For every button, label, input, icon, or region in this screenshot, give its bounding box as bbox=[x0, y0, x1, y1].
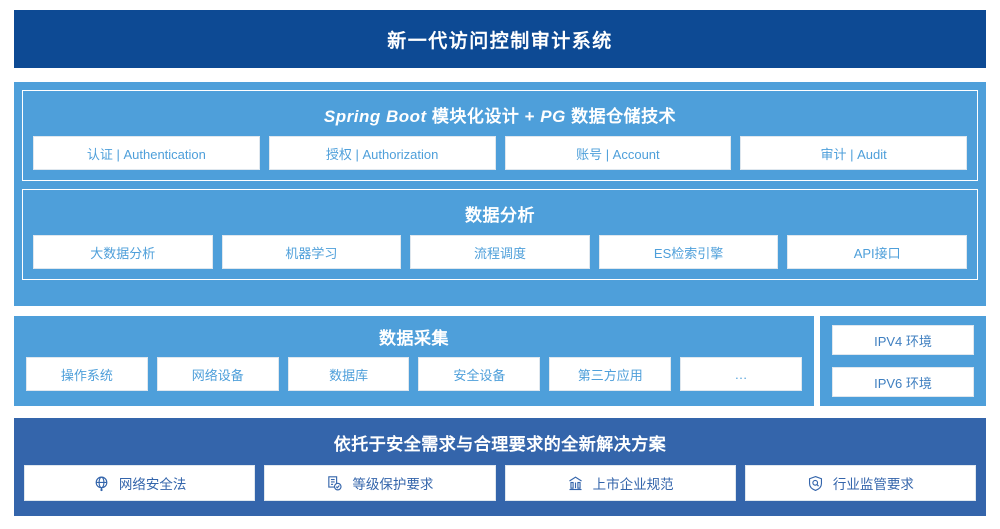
platform-chip-authentication[interactable]: 认证 | Authentication bbox=[33, 136, 260, 170]
shield-search-icon bbox=[807, 475, 824, 492]
collection-chip-security-device[interactable]: 安全设备 bbox=[418, 357, 541, 391]
solution-chip-label: 上市企业规范 bbox=[592, 477, 674, 492]
bank-building-icon bbox=[567, 475, 584, 492]
collection-row: 数据采集 操作系统 网络设备 数据库 安全设备 第三方应用 … IPV4 环境 … bbox=[14, 316, 986, 406]
platform-title-latin-1: Spring Boot bbox=[323, 107, 427, 126]
analysis-chip-bigdata[interactable]: 大数据分析 bbox=[33, 235, 213, 269]
platform-panel-title: Spring Boot 模块化设计 + PG 数据仓储技术 bbox=[33, 97, 967, 136]
solution-chip-grade-protection[interactable]: 等级保护要求 bbox=[264, 465, 496, 501]
solution-chip-listed-company-norms[interactable]: 上市企业规范 bbox=[504, 465, 736, 501]
platform-title-cn-2: 数据仓储技术 bbox=[565, 107, 677, 126]
platform-title-cn-1: 模块化设计 + bbox=[426, 107, 541, 126]
analysis-panel-title: 数据分析 bbox=[465, 206, 535, 225]
collection-chip-row: 操作系统 网络设备 数据库 安全设备 第三方应用 … bbox=[26, 357, 802, 391]
environment-chip-ipv4[interactable]: IPV4 环境 bbox=[832, 325, 974, 355]
collection-chip-network-device[interactable]: 网络设备 bbox=[156, 357, 279, 391]
page-title: 新一代访问控制审计系统 bbox=[387, 30, 613, 52]
environment-chip-ipv6[interactable]: IPV6 环境 bbox=[832, 367, 974, 397]
collection-chip-more[interactable]: … bbox=[680, 357, 802, 391]
solution-chip-cybersecurity-law[interactable]: 网络安全法 bbox=[24, 465, 256, 501]
platform-title-latin-2: PG bbox=[540, 107, 566, 126]
collection-chip-database[interactable]: 数据库 bbox=[287, 357, 410, 391]
analysis-chip-row: 大数据分析 机器学习 流程调度 ES检索引擎 API接口 bbox=[33, 235, 967, 269]
document-check-icon bbox=[326, 475, 343, 492]
solution-chip-label: 网络安全法 bbox=[118, 477, 187, 492]
solution-chip-industry-regulation[interactable]: 行业监管要求 bbox=[744, 465, 976, 501]
page-title-bar: 新一代访问控制审计系统 bbox=[14, 10, 986, 68]
platform-stack-panel: Spring Boot 模块化设计 + PG 数据仓储技术 认证 | Authe… bbox=[14, 82, 986, 306]
analysis-chip-es-search[interactable]: ES检索引擎 bbox=[598, 235, 779, 269]
solution-panel: 依托于安全需求与合理要求的全新解决方案 网络安全法 bbox=[14, 418, 986, 516]
solution-chip-row: 网络安全法 等级保护要求 bbox=[24, 465, 976, 501]
environment-panel: IPV4 环境 IPV6 环境 bbox=[820, 316, 986, 406]
collection-panel-title: 数据采集 bbox=[379, 329, 449, 348]
analysis-chip-api[interactable]: API接口 bbox=[787, 235, 967, 269]
solution-chip-label: 等级保护要求 bbox=[352, 477, 434, 492]
collection-panel: 数据采集 操作系统 网络设备 数据库 安全设备 第三方应用 … bbox=[14, 316, 814, 406]
analysis-chip-process-scheduling[interactable]: 流程调度 bbox=[410, 235, 590, 269]
platform-panel: Spring Boot 模块化设计 + PG 数据仓储技术 认证 | Authe… bbox=[22, 90, 978, 181]
collection-chip-os[interactable]: 操作系统 bbox=[26, 357, 148, 391]
platform-chip-row: 认证 | Authentication 授权 | Authorization 账… bbox=[33, 136, 967, 170]
solution-chip-label: 行业监管要求 bbox=[832, 477, 914, 492]
collection-chip-third-party-app[interactable]: 第三方应用 bbox=[549, 357, 672, 391]
globe-network-icon bbox=[93, 475, 110, 492]
analysis-panel: 数据分析 大数据分析 机器学习 流程调度 ES检索引擎 API接口 bbox=[22, 189, 978, 280]
platform-chip-account[interactable]: 账号 | Account bbox=[504, 136, 732, 170]
platform-chip-audit[interactable]: 审计 | Audit bbox=[740, 136, 967, 170]
solution-panel-title: 依托于安全需求与合理要求的全新解决方案 bbox=[333, 435, 667, 454]
analysis-chip-machine-learning[interactable]: 机器学习 bbox=[221, 235, 402, 269]
platform-chip-authorization[interactable]: 授权 | Authorization bbox=[268, 136, 496, 170]
